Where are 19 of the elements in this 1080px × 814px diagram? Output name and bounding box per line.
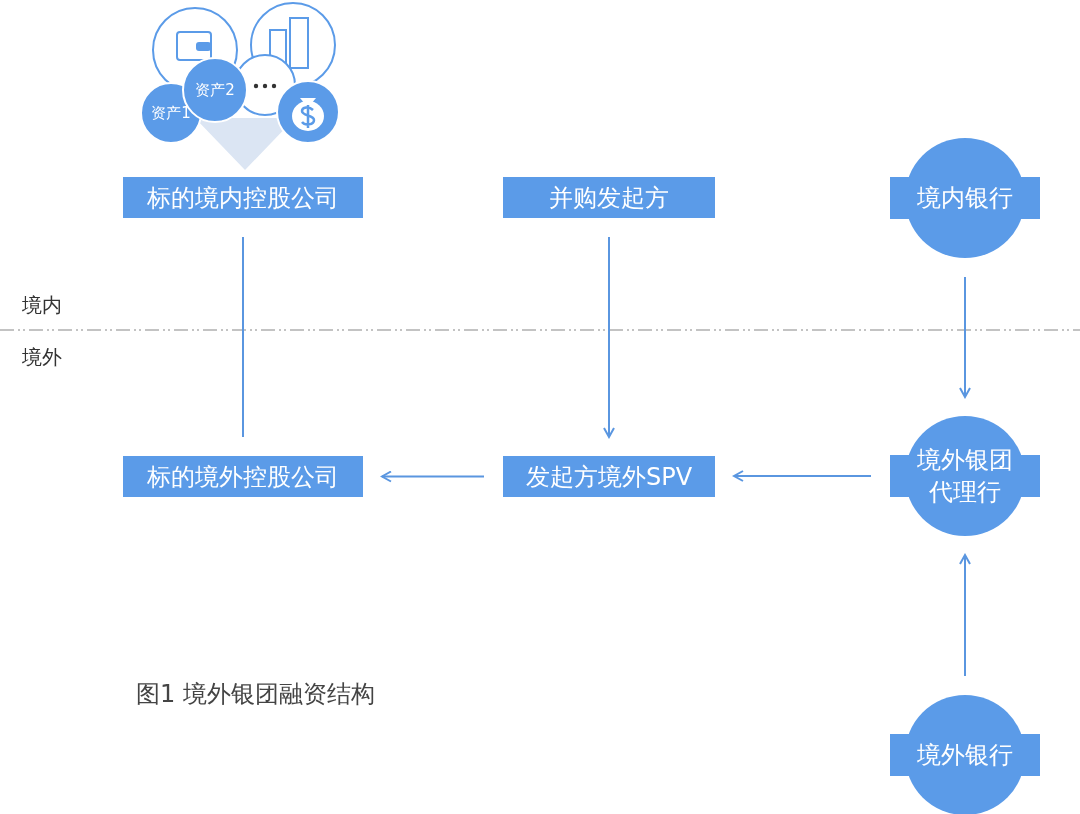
node-text: 境外银团代理行 [916,445,1014,508]
bank-circle [890,695,1040,814]
node-text: 境外银行 [917,740,1013,771]
bank-circle [890,138,1040,258]
company-box: 标的境外控股公司 [123,456,363,497]
connector-line [242,236,244,438]
node-text: 境内银行 [917,183,1013,214]
region-label: 境外 [22,344,62,371]
arrow [381,470,485,483]
arrow [959,554,971,677]
company-box: 标的境内控股公司 [123,177,363,218]
arrow [733,470,872,482]
company-box: 并购发起方 [503,177,715,218]
arrow [603,236,615,438]
region-label: 境内 [22,292,62,319]
arrow [959,276,971,398]
caption: 图1 境外银团融资结构 [136,679,375,710]
company-box: 发起方境外SPV [503,456,715,497]
bank-circle [890,416,1040,536]
